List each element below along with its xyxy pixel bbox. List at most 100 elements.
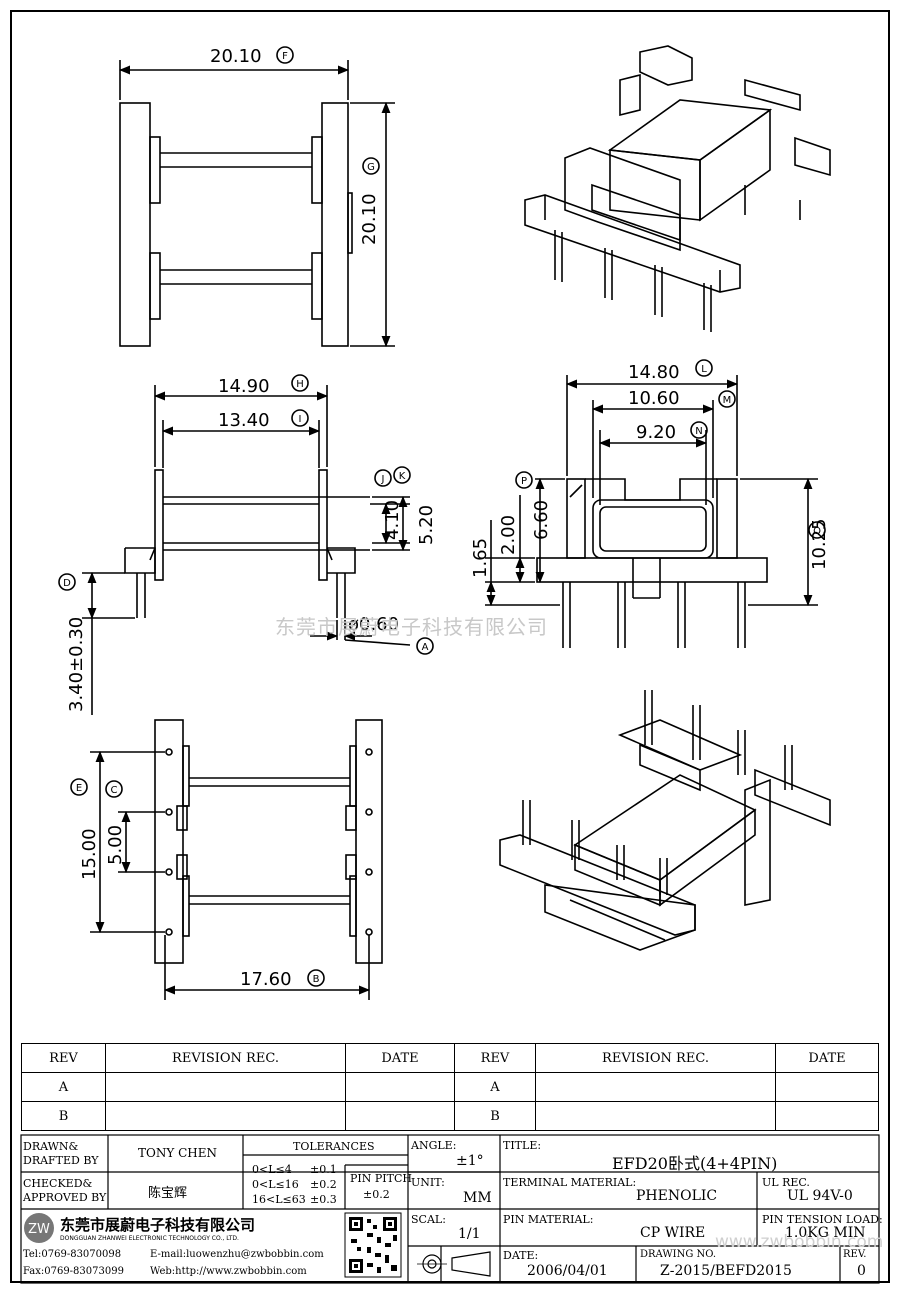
scale-value: 1/1: [458, 1226, 481, 1242]
dim-I-value: 13.40: [218, 410, 270, 431]
isometric-view-top: [524, 45, 831, 332]
svg-text:N: N: [695, 426, 702, 437]
table-row: B B: [21, 1101, 879, 1131]
angle-label: ANGLE:: [411, 1139, 457, 1152]
drafted-label: DRAFTED BY: [23, 1154, 99, 1167]
tag-I: I: [291, 409, 309, 427]
rev-cell: B: [454, 1101, 536, 1131]
side-view: [485, 375, 818, 648]
dim-200-value: 2.00: [498, 515, 519, 555]
title-label: TITLE:: [503, 1139, 542, 1152]
dim-A-value: ø0.60: [348, 614, 399, 635]
svg-text:A: A: [422, 642, 429, 653]
svg-text:I: I: [299, 414, 302, 425]
rev-cell: A: [21, 1072, 106, 1102]
terminal-material-label: TERMINAL MATERIAL:: [503, 1176, 637, 1189]
watermark: 东莞市展蔚电子科技有限公司: [275, 615, 548, 639]
drawing-no-value: Z-2015/BEFD2015: [660, 1263, 792, 1279]
pin-pitch-value: ±0.2: [363, 1188, 390, 1201]
tag-E: E: [70, 778, 88, 796]
pin-material-label: PIN MATERIAL:: [503, 1213, 594, 1226]
dim-C-value: 5.00: [105, 825, 126, 865]
tol-value-3: ±0.3: [310, 1193, 337, 1206]
company-tel: Tel:0769-83070098: [23, 1249, 122, 1260]
tag-N: N: [690, 421, 708, 439]
revision-cell: [105, 1072, 346, 1102]
rev-value: 0: [857, 1263, 866, 1279]
top-view: [118, 60, 395, 348]
rev-header: REV: [21, 1043, 106, 1073]
date-cell: [345, 1072, 455, 1102]
svg-text:K: K: [399, 471, 406, 482]
revision-rec-header: REVISION REC.: [535, 1043, 776, 1073]
web-watermark: www.zwbobbin.com: [715, 1232, 884, 1252]
dim-165-value: 1.65: [470, 538, 491, 578]
rev-header: REV: [454, 1043, 536, 1073]
company-email: E-mail:luowenzhu@zwbobbin.com: [150, 1249, 324, 1260]
unit-label: UNIT:: [411, 1176, 445, 1189]
checked-by-value: 陈宝辉: [148, 1186, 188, 1201]
tol-value-1: ±0.1: [310, 1163, 337, 1176]
tol-value-2: ±0.2: [310, 1178, 337, 1191]
date-label: DATE:: [503, 1249, 539, 1262]
dim-G-value: 20.10: [359, 193, 380, 245]
drawing-frame: [10, 10, 890, 1283]
tol-range-1: 0<L≤4: [252, 1163, 292, 1176]
drawing-title: EFD20卧式(4+4PIN): [612, 1154, 778, 1173]
svg-text:Q: Q: [813, 526, 821, 537]
svg-text:P: P: [521, 476, 527, 487]
svg-text:D: D: [63, 578, 71, 589]
qr-code: [344, 1212, 402, 1278]
date-cell: [775, 1101, 879, 1131]
revision-header-row: REV REVISION REC. DATE REV REVISION REC.…: [21, 1043, 879, 1073]
dim-660-value: 6.60: [531, 500, 552, 540]
checked-label: CHECKED&: [23, 1177, 93, 1190]
tag-J: J: [374, 469, 392, 487]
svg-text:H: H: [296, 379, 304, 390]
tag-Q: Q: [808, 521, 826, 539]
revision-cell: [105, 1101, 346, 1131]
dim-F-value: 20.10: [210, 46, 262, 67]
tol-range-2: 0<L≤16: [252, 1178, 299, 1191]
tol-range-3: 16<L≤63: [252, 1193, 306, 1206]
title-block-grid: [20, 1134, 880, 1284]
company-fax: Fax:0769-83073099: [23, 1266, 124, 1277]
tag-M: M: [718, 390, 736, 408]
ul-label: UL REC.: [762, 1176, 810, 1189]
dim-N-value: 9.20: [636, 422, 676, 443]
dim-D-value: 3.40±0.30: [66, 617, 87, 712]
svg-text:J: J: [381, 474, 385, 485]
rev-label: REV.: [843, 1249, 867, 1260]
date-value: 2006/04/01: [527, 1263, 608, 1279]
revision-cell: [535, 1101, 776, 1131]
drawing-no-label: DRAWING NO.: [640, 1249, 717, 1260]
ul-value: UL 94V-0: [787, 1188, 853, 1204]
date-header: DATE: [345, 1043, 455, 1073]
angle-value: ±1°: [456, 1153, 484, 1169]
svg-text:E: E: [76, 783, 82, 794]
rev-cell: A: [454, 1072, 536, 1102]
tag-K: K: [393, 466, 411, 484]
drawn-by-value: TONY CHEN: [138, 1146, 217, 1160]
terminal-material-value: PHENOLIC: [636, 1188, 718, 1204]
unit-value: MM: [463, 1190, 492, 1206]
svg-text:F: F: [282, 51, 288, 62]
date-header: DATE: [775, 1043, 879, 1073]
approved-label: APPROVED BY: [23, 1191, 107, 1204]
tag-L: L: [695, 359, 713, 377]
svg-text:ZW: ZW: [28, 1222, 50, 1237]
dim-M-value: 10.60: [628, 388, 680, 409]
tag-A: A: [416, 637, 434, 655]
scale-label: SCAL:: [411, 1213, 446, 1226]
tag-B: B: [307, 969, 325, 987]
tag-P: P: [515, 471, 533, 489]
tag-C: C: [105, 780, 123, 798]
date-cell: [345, 1101, 455, 1131]
revision-cell: [535, 1072, 776, 1102]
drawn-label: DRAWN&: [23, 1140, 79, 1153]
svg-text:G: G: [367, 162, 375, 173]
svg-text:C: C: [111, 785, 118, 796]
front-view: [82, 385, 411, 715]
company-web: Web:http://www.zwbobbin.com: [150, 1266, 307, 1277]
